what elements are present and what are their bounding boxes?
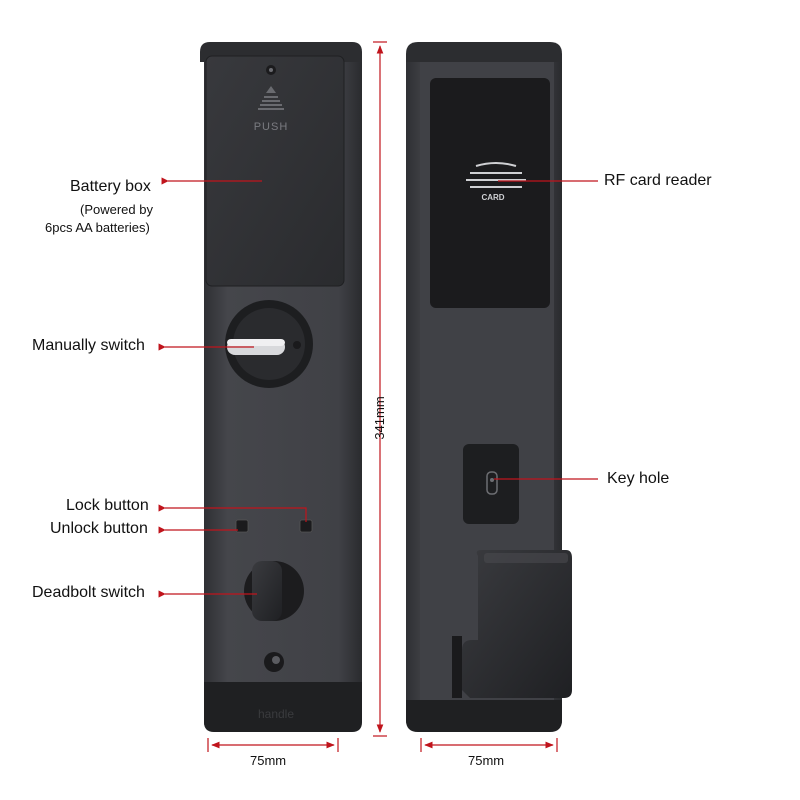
left-width-dimension-label: 75mm	[250, 753, 287, 768]
right-width-dimension-label: 75mm	[468, 753, 505, 768]
card-text: CARD	[481, 193, 504, 202]
keyhole-icon	[486, 471, 498, 495]
push-arrow-icon	[258, 86, 284, 110]
unlock-button-label: Unlock button	[50, 520, 148, 537]
manually-switch-label: Manually switch	[32, 337, 145, 354]
leader-lines	[158, 177, 598, 598]
battery-note-line2: 6pcs AA batteries)	[45, 220, 150, 235]
rf-card-reader-label: RF card reader	[604, 172, 712, 189]
deadbolt-switch-knob[interactable]	[244, 561, 304, 621]
unlock-button[interactable]	[235, 519, 249, 533]
battery-cover[interactable]	[205, 55, 345, 287]
card-icon	[466, 162, 526, 188]
handle-text: handle	[258, 707, 294, 721]
height-dimension-label: 341mm	[372, 396, 387, 439]
battery-note-line1: (Powered by	[80, 202, 153, 217]
dimension-lines	[207, 41, 558, 752]
battery-box-label: Battery box	[70, 178, 151, 195]
manual-switch-knob[interactable]	[225, 300, 313, 388]
key-hole-cover[interactable]	[463, 444, 519, 524]
lock-button-leader	[158, 504, 307, 522]
push-text: PUSH	[254, 121, 289, 133]
lock-button-label: Lock button	[66, 497, 149, 514]
rf-card-reader[interactable]	[430, 78, 550, 308]
outer-handle[interactable]	[452, 550, 572, 698]
key-hole-label: Key hole	[607, 470, 670, 487]
right-lock-panel: CARD	[406, 42, 572, 732]
deadbolt-switch-label: Deadbolt switch	[32, 584, 145, 601]
left-lock-panel: PUSH handle	[200, 42, 362, 732]
